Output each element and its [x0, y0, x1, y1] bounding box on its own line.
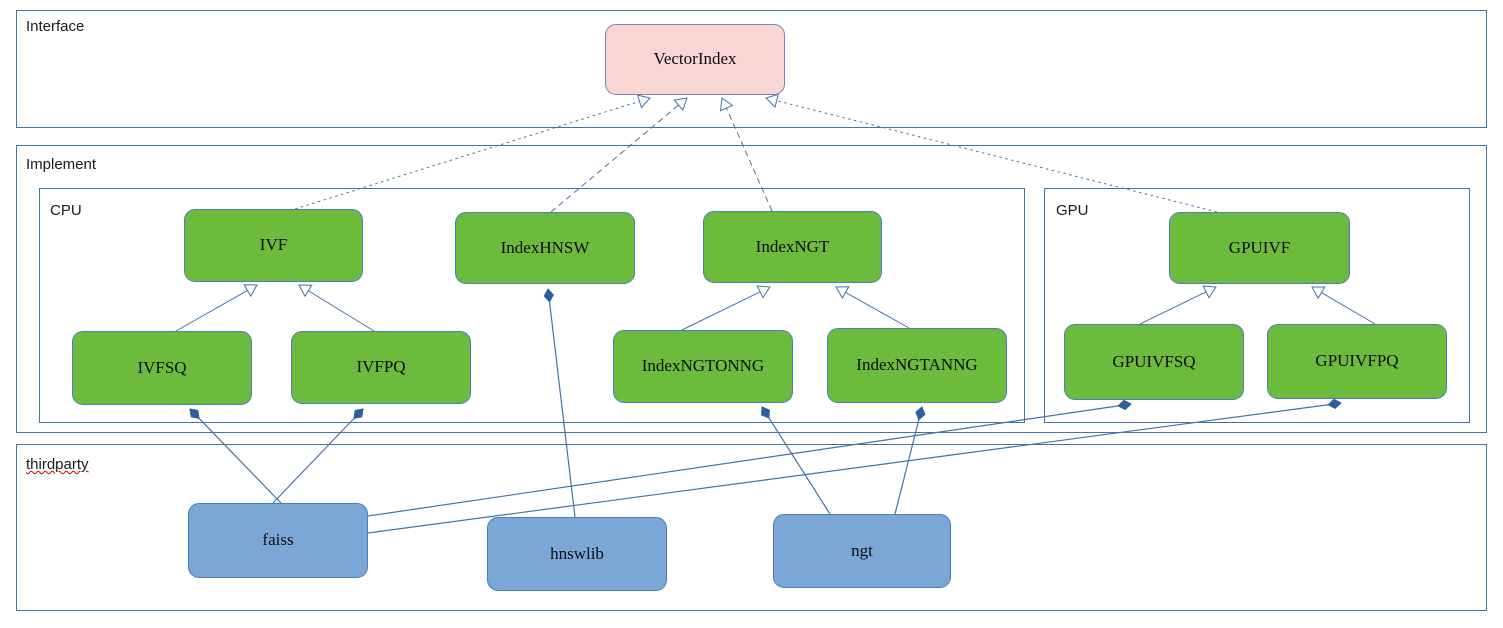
- class-node-label-indexngtanng: IndexNGTANNG: [856, 355, 978, 375]
- class-node-label-gpuivf: GPUIVF: [1228, 237, 1291, 257]
- class-node-ngt[interactable]: ngt: [773, 514, 951, 588]
- class-node-label-gpuivfsq: GPUIVFSQ: [1112, 351, 1196, 371]
- class-node-indexngtonng[interactable]: IndexNGTONNG: [613, 330, 793, 403]
- class-node-faiss[interactable]: faiss: [188, 503, 368, 578]
- group-label-implement: Implement: [26, 156, 97, 173]
- class-node-gpuivfsq[interactable]: GPUIVFSQ: [1064, 324, 1244, 400]
- group-label-cpu: CPU: [50, 202, 82, 219]
- class-node-label-indexngt: IndexNGT: [755, 236, 830, 256]
- class-node-label-ivf: IVF: [259, 235, 288, 255]
- class-node-label-indexhnsw: IndexHNSW: [500, 237, 590, 257]
- class-node-label-vectorindex: VectorIndex: [653, 49, 737, 69]
- class-node-ivfsq[interactable]: IVFSQ: [72, 331, 252, 405]
- class-node-label-gpuivfpq: GPUIVFPQ: [1315, 351, 1399, 371]
- group-label-interface: Interface: [26, 18, 85, 35]
- class-node-ivf[interactable]: IVF: [184, 209, 363, 282]
- class-node-gpuivf[interactable]: GPUIVF: [1169, 212, 1350, 284]
- class-node-label-ivfpq: IVFPQ: [356, 357, 406, 377]
- class-node-indexngt[interactable]: IndexNGT: [703, 211, 882, 283]
- group-label-gpu: GPU: [1056, 202, 1089, 219]
- class-node-gpuivfpq[interactable]: GPUIVFPQ: [1267, 324, 1447, 399]
- class-node-hnswlib[interactable]: hnswlib: [487, 517, 667, 591]
- group-label-thirdparty: thirdparty: [26, 456, 89, 473]
- class-node-label-indexngtonng: IndexNGTONNG: [641, 356, 765, 376]
- class-node-label-ngt: ngt: [851, 540, 873, 560]
- class-node-ivfpq[interactable]: IVFPQ: [291, 331, 471, 404]
- class-node-vectorindex[interactable]: VectorIndex: [605, 24, 785, 95]
- class-node-label-ivfsq: IVFSQ: [137, 357, 187, 377]
- class-node-indexhnsw[interactable]: IndexHNSW: [455, 212, 635, 284]
- class-node-indexngtanng[interactable]: IndexNGTANNG: [827, 328, 1007, 403]
- class-node-label-faiss: faiss: [262, 530, 294, 550]
- class-node-label-hnswlib: hnswlib: [550, 543, 604, 563]
